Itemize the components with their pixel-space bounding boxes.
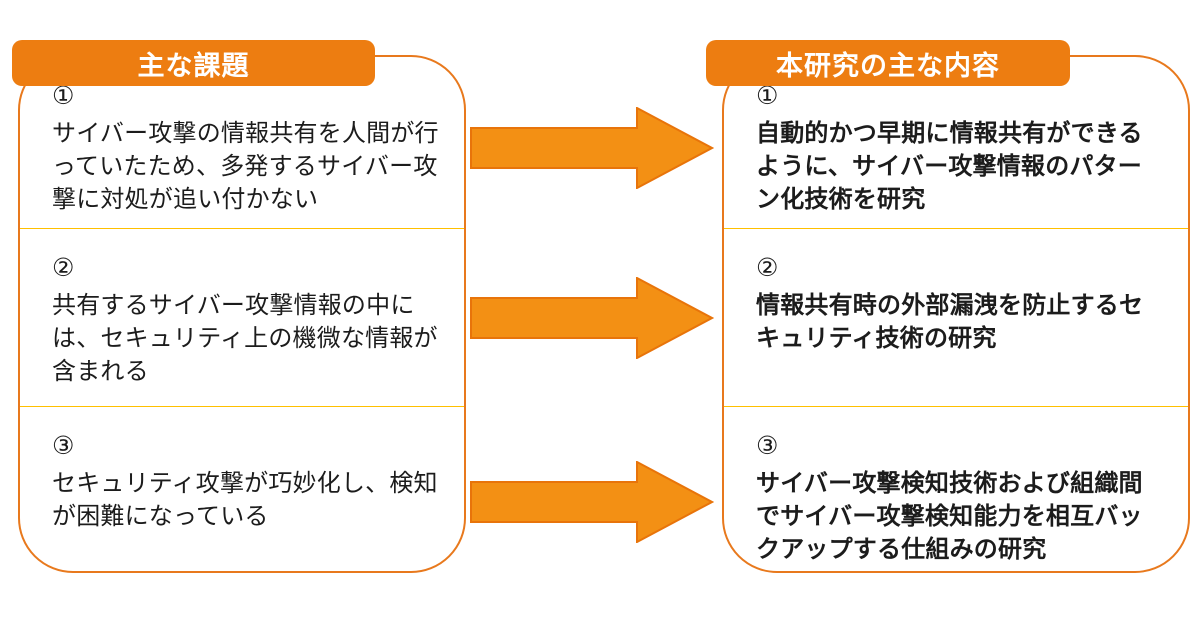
- issue-item-2: ② 共有するサイバー攻撃情報の中には、セキュリティ上の機微な情報が含まれる: [20, 229, 464, 407]
- research-panel: ① 自動的かつ早期に情報共有ができるように、サイバー攻撃情報のパターン化技術を研…: [722, 55, 1190, 573]
- left-panel-header: 主な課題: [12, 40, 375, 86]
- issues-panel: ① サイバー攻撃の情報共有を人間が行っていたため、多発するサイバー攻撃に対処が追…: [18, 55, 466, 573]
- right-arrow-icon: [470, 277, 714, 359]
- right-arrow-icon: [470, 107, 714, 189]
- research-2-text: 情報共有時の外部漏洩を防止するセキュリティ技術の研究: [756, 292, 1144, 352]
- research-item-3: ③ サイバー攻撃検知技術および組織間でサイバー攻撃検知能力を相互バックアップする…: [724, 407, 1188, 571]
- left-panel-header-label: 主な課題: [137, 50, 250, 81]
- research-item-1: ① 自動的かつ早期に情報共有ができるように、サイバー攻撃情報のパターン化技術を研…: [724, 57, 1188, 229]
- issue-2-text: 共有するサイバー攻撃情報の中には、セキュリティ上の機微な情報が含まれる: [52, 292, 438, 385]
- right-panel-header-label: 本研究の主な内容: [776, 50, 1000, 81]
- issue-1-text: サイバー攻撃の情報共有を人間が行っていたため、多発するサイバー攻撃に対処が追い付…: [52, 120, 439, 213]
- issue-item-1: ① サイバー攻撃の情報共有を人間が行っていたため、多発するサイバー攻撃に対処が追…: [20, 57, 464, 229]
- issue-item-3: ③ セキュリティ攻撃が巧妙化し、検知が困難になっている: [20, 407, 464, 571]
- research-item-2: ② 情報共有時の外部漏洩を防止するセキュリティ技術の研究: [724, 229, 1188, 407]
- research-2-number: ②: [756, 254, 779, 282]
- issue-3-number: ③: [52, 432, 75, 460]
- right-arrow-icon: [470, 461, 714, 543]
- research-3-number: ③: [756, 432, 779, 460]
- issue-2-number: ②: [52, 254, 75, 282]
- research-3-text: サイバー攻撃検知技術および組織間でサイバー攻撃検知能力を相互バックアップする仕組…: [756, 470, 1143, 563]
- research-1-text: 自動的かつ早期に情報共有ができるように、サイバー攻撃情報のパターン化技術を研究: [756, 120, 1143, 213]
- issue-3-text: セキュリティ攻撃が巧妙化し、検知が困難になっている: [52, 470, 438, 530]
- research-1-number: ①: [756, 82, 779, 110]
- issue-1-number: ①: [52, 82, 75, 110]
- right-panel-header: 本研究の主な内容: [706, 40, 1070, 86]
